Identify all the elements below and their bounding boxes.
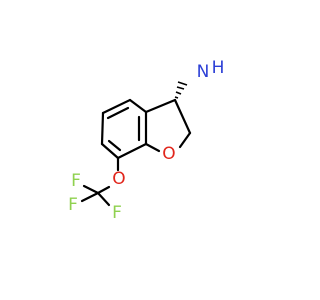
bond-c7-c7a — [116, 142, 148, 160]
atom-fluorine-top: F — [71, 171, 81, 191]
dihydrofuran-ring — [144, 98, 192, 153]
atom-fluorine-bottom: F — [112, 203, 122, 223]
molecule-structure: N H O O F F F — [68, 58, 224, 223]
bond-cf3-fleft — [80, 191, 100, 203]
bond-c3a-c3 — [144, 98, 177, 114]
bond-cf3-fbottom — [96, 191, 111, 207]
benzene-ring — [100, 98, 148, 160]
bond-c5-c6 — [100, 111, 105, 146]
atom-ring-o: O — [162, 144, 175, 164]
bond-c3-c2 — [173, 98, 192, 135]
atom-fluorine-left: F — [68, 195, 78, 215]
atom-amine-n: N — [197, 62, 210, 82]
double-bond-c6-c7 — [107, 139, 122, 152]
bond-c6-c7 — [100, 142, 120, 160]
bond-o-cf3 — [96, 185, 111, 195]
atom-amine-h: H — [212, 58, 225, 78]
bond-c2-o1 — [178, 131, 192, 149]
hashed-wedge-bond — [174, 81, 188, 99]
atom-labels: N H O O F F F — [68, 58, 224, 223]
bond-c4-c5 — [101, 98, 132, 115]
trifluoromethoxy-group — [80, 156, 120, 207]
atom-ether-o: O — [112, 169, 125, 189]
bond-cf3-ftop — [82, 184, 100, 195]
bond-o1-c7a-dark — [144, 142, 161, 153]
double-bond-c4-c5 — [106, 106, 130, 120]
bond-c3a-c4 — [128, 98, 148, 114]
